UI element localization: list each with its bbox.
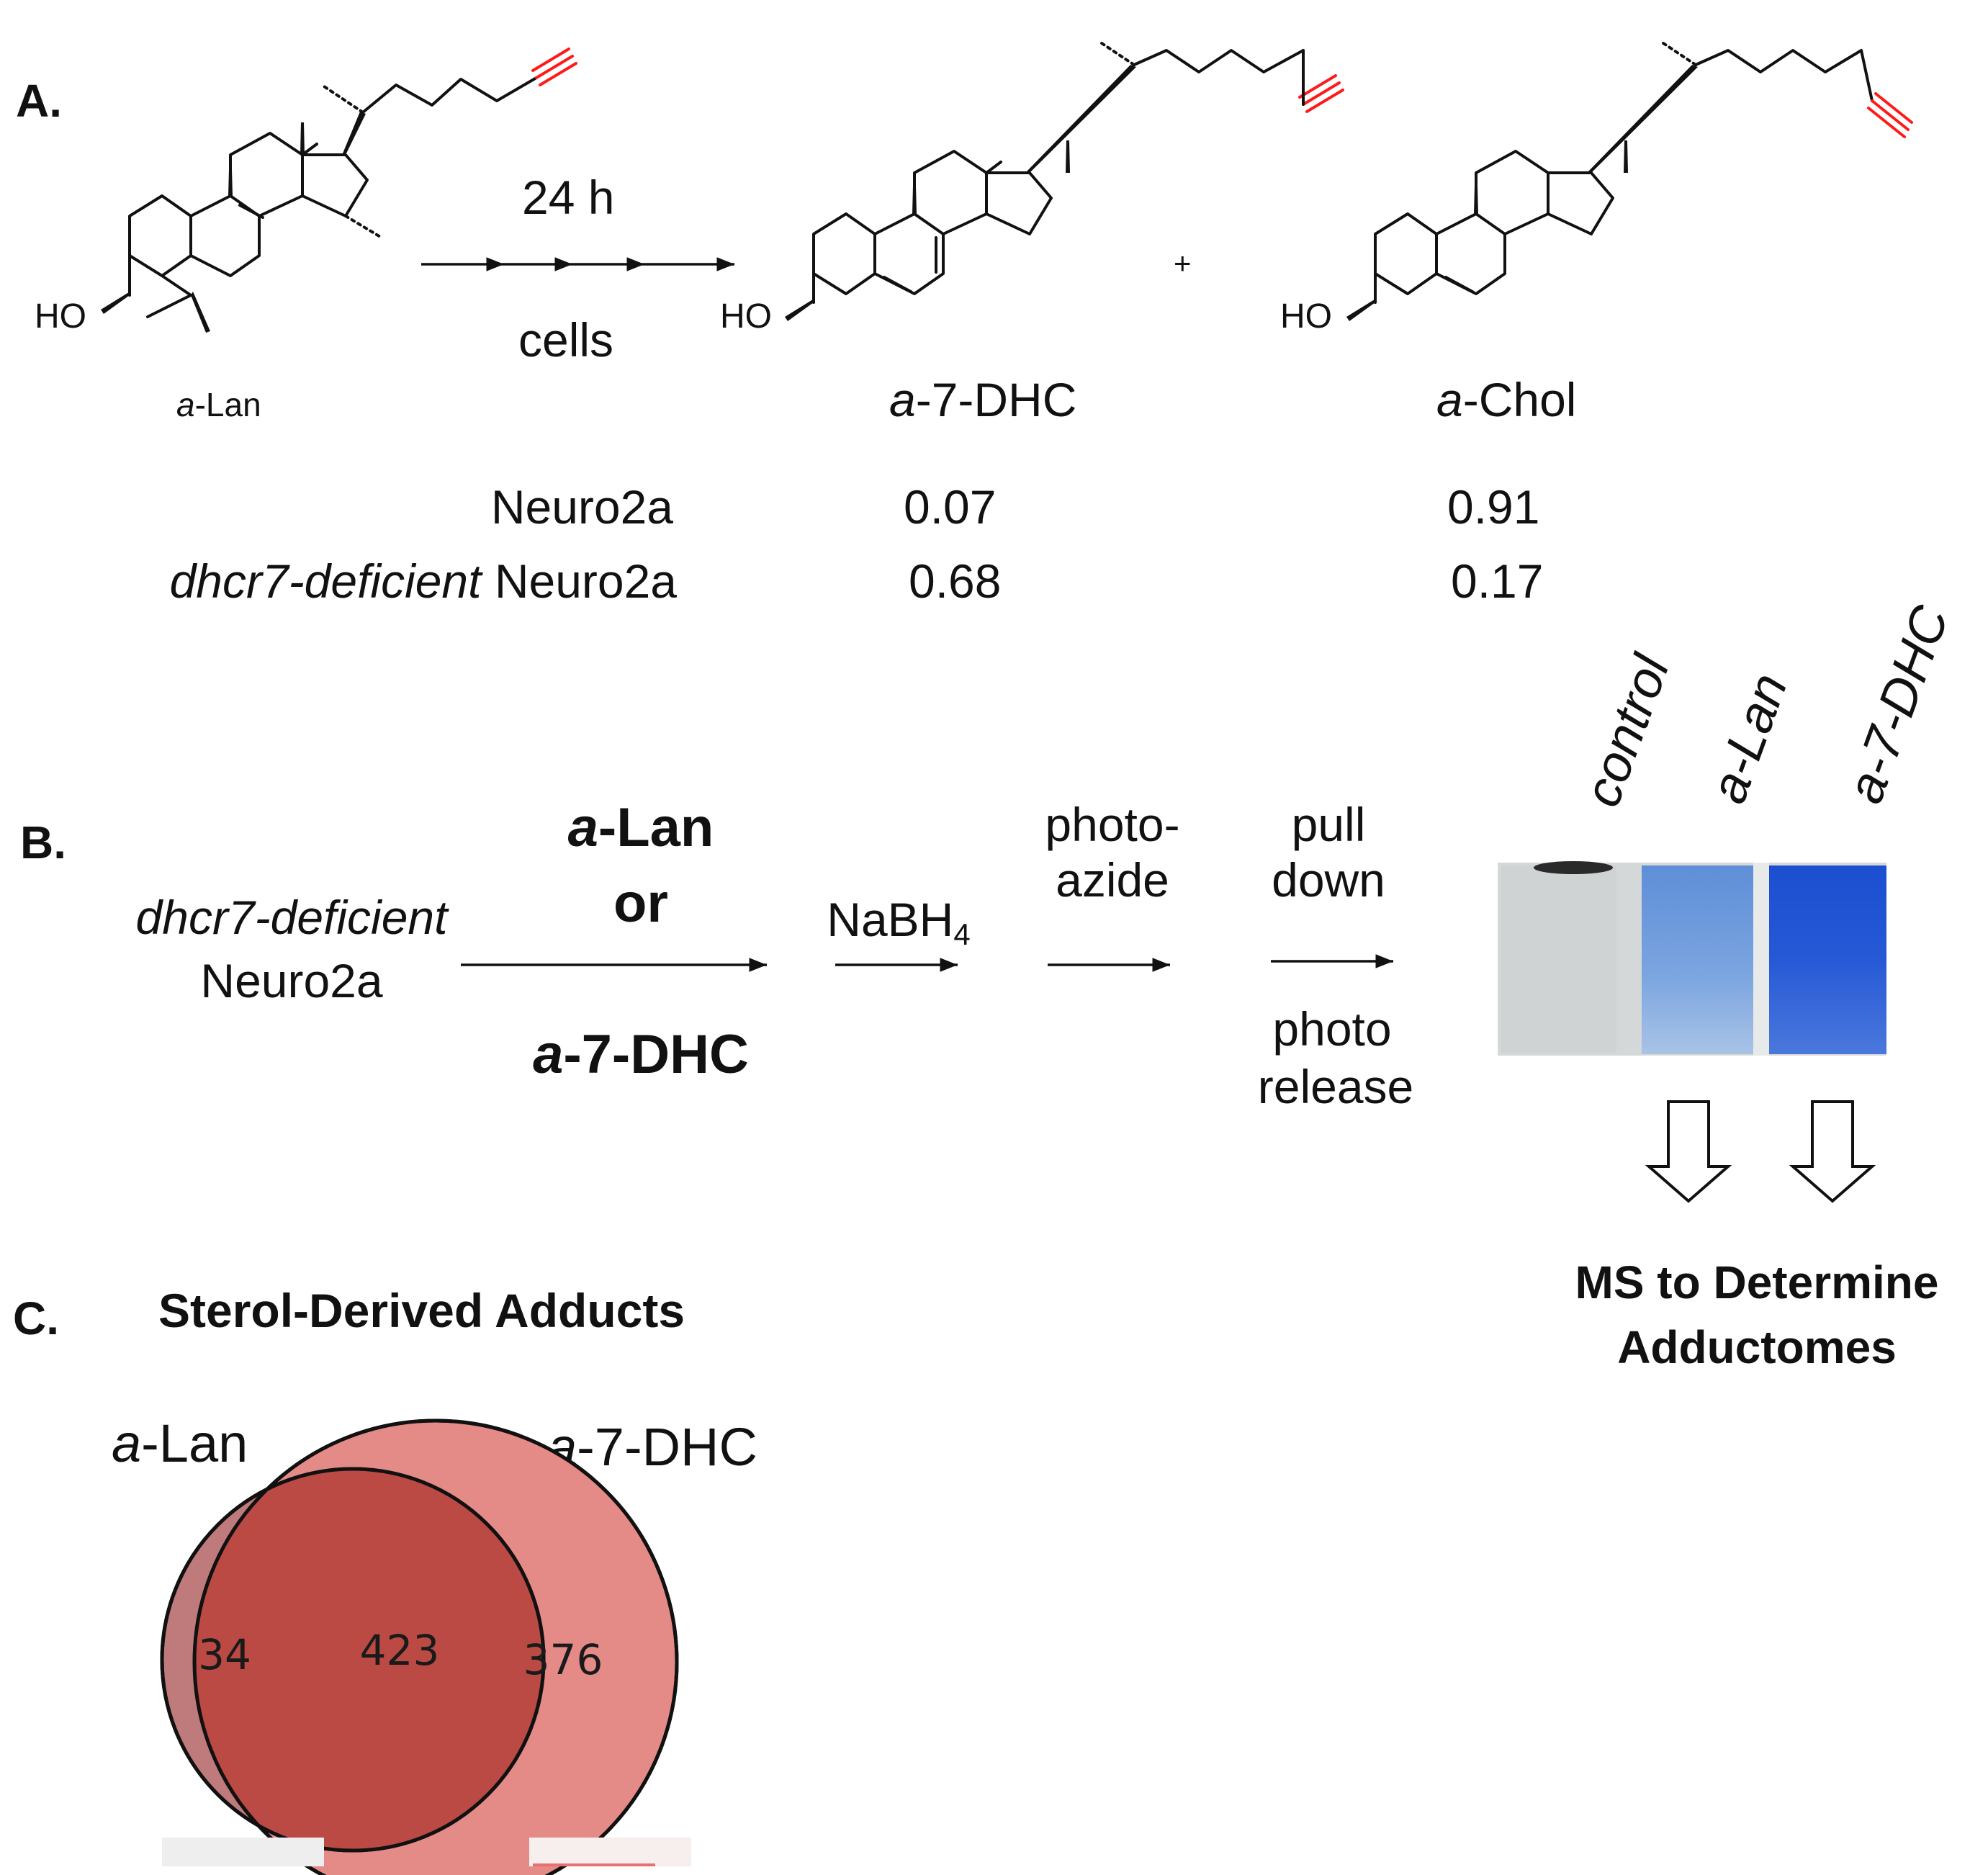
gel-lane-label-control: control <box>1573 647 1681 814</box>
ms-caption-line1: MS to Determine <box>1575 1256 1939 1308</box>
start-cells-line1: dhcr7-deficient <box>136 891 450 944</box>
step-nabh4: NaBH4 <box>827 893 970 951</box>
gel-lane-label-a-7-dhc: a-7-DHC <box>1836 598 1961 810</box>
table-row-2-label: dhcr7-deficient Neuro2a <box>170 554 678 608</box>
legend-swatch-left <box>162 1838 324 1866</box>
step-photo-release-line2: release <box>1258 1060 1413 1113</box>
venn-count-a-7-dhc-only: 376 <box>523 1635 603 1684</box>
gel-image <box>1498 861 1886 1056</box>
table-row-1-label: Neuro2a <box>491 480 673 534</box>
venn-diagram <box>160 1418 679 1875</box>
treatment-or: or <box>613 873 668 934</box>
gel-lane-control <box>1501 865 1616 1053</box>
table-row-2-dhc: 0.68 <box>909 554 1001 608</box>
structure-a-chol: HO a-Chol <box>1280 42 1913 426</box>
step-photo-release-line1: photo <box>1272 1002 1391 1056</box>
panel-c-label: C. <box>13 1292 59 1344</box>
treatment-a-7-dhc: a-7-DHC <box>533 1024 749 1085</box>
reaction-arrow: 24 h cells <box>421 171 734 367</box>
hollow-arrow-a-7-dhc <box>1789 1100 1876 1203</box>
table-row-2-chol: 0.17 <box>1451 554 1543 608</box>
a-lan-name: a-Lan <box>176 386 261 423</box>
gel-lane-a-7-dhc <box>1769 865 1886 1054</box>
panel-c-title: Sterol-Derived Adducts <box>158 1284 685 1337</box>
treatment-a-lan: a-Lan <box>568 797 714 858</box>
gel-well-control <box>1534 861 1613 874</box>
ratio-table: Neuro2a 0.07 0.91 dhcr7-deficient Neuro2… <box>170 480 1544 608</box>
a-lan-ho: HO <box>35 297 86 336</box>
table-row-1-chol: 0.91 <box>1447 480 1539 534</box>
ms-caption-line2: Adductomes <box>1617 1321 1897 1373</box>
step-pull-down-line1: pull <box>1292 798 1366 851</box>
venn-overlap <box>194 1469 544 1851</box>
a-7-dhc-ho: HO <box>720 297 772 336</box>
plus-sign: + <box>1174 246 1192 280</box>
start-cells-line2: Neuro2a <box>200 954 382 1007</box>
gel-lane-label-a-lan: a-Lan <box>1699 666 1799 810</box>
venn-count-a-lan-only: 34 <box>198 1630 251 1679</box>
step-pull-down-line2: down <box>1272 853 1385 907</box>
table-row-1-dhc: 0.07 <box>904 480 996 534</box>
step-photo-azide-line2: azide <box>1056 853 1169 907</box>
step-photo-azide-line1: photo- <box>1045 798 1179 851</box>
a-7-dhc-name: a-7-DHC <box>889 373 1076 426</box>
hollow-arrow-a-lan <box>1645 1100 1732 1203</box>
a-chol-ho: HO <box>1280 297 1332 336</box>
a-chol-name: a-Chol <box>1436 373 1576 426</box>
gel-lane-a-lan <box>1642 865 1753 1054</box>
reaction-conditions: cells <box>518 313 613 367</box>
reaction-time: 24 h <box>522 171 614 224</box>
structure-a-7-dhc: HO a-7-DHC <box>720 42 1344 426</box>
legend-swatch-right <box>529 1838 691 1866</box>
structure-a-lan: HO a-Lan <box>35 48 577 423</box>
panel-b-label: B. <box>20 817 66 868</box>
panel-a-label: A. <box>16 75 62 127</box>
gel-lane-gap <box>1753 863 1769 1056</box>
venn-count-overlap: 423 <box>360 1626 440 1675</box>
venn-label-a-lan: a-Lan <box>112 1413 248 1473</box>
